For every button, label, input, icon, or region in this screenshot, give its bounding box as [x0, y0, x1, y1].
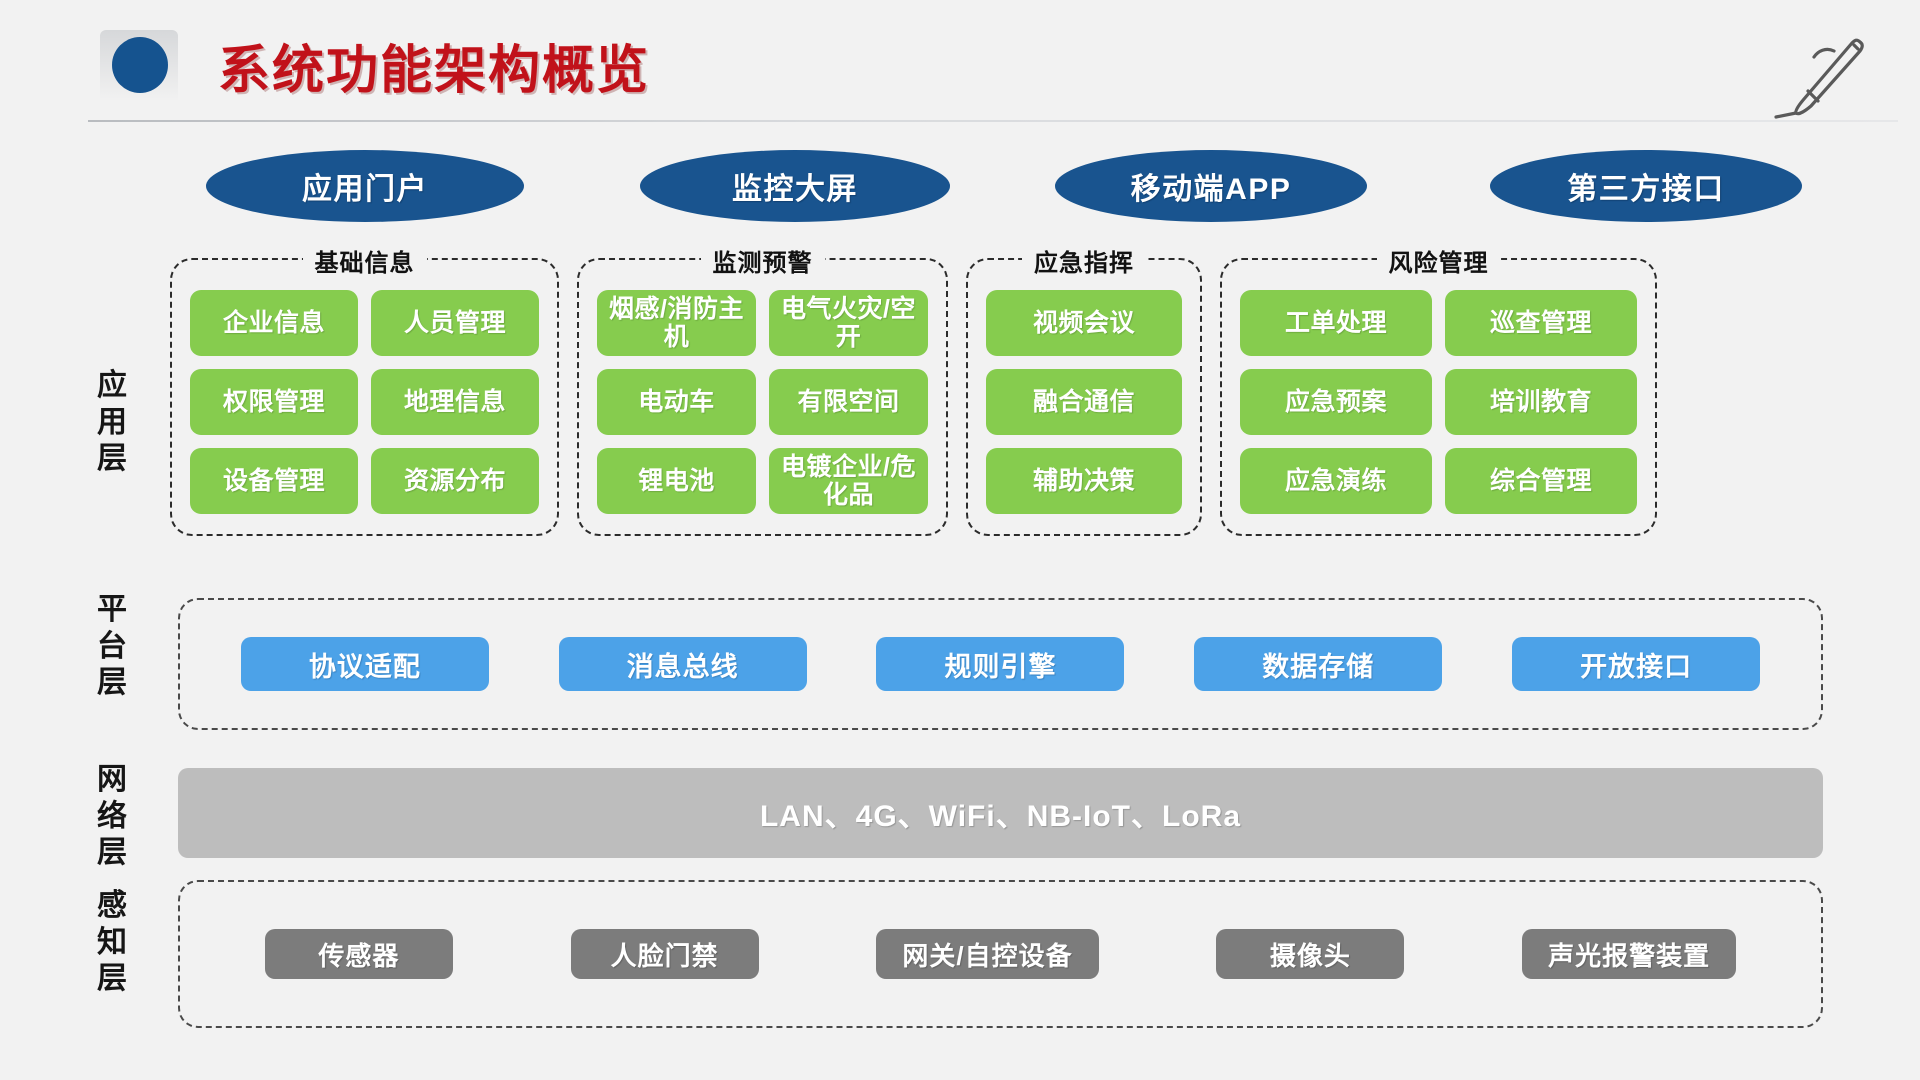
entry-point-ellipse[interactable]: 应用门户 [206, 150, 524, 222]
app-group-monitoring-alert: 监测预警 烟感/消防主机 电气火灾/空开 电动车 有限空间 锂电池 电镀企业/危… [577, 243, 948, 536]
layer-label-platform: 平台层 [97, 593, 127, 700]
blue-circle-bullet-icon [112, 37, 168, 93]
app-module-chip[interactable]: 电镀企业/危化品 [769, 448, 928, 514]
layer-label-application: 应用层 [97, 369, 127, 476]
entry-point-ellipse[interactable]: 第三方接口 [1490, 150, 1802, 222]
network-layer-text: LAN、4G、WiFi、NB-IoT、LoRa [759, 800, 1242, 833]
app-module-chip[interactable]: 电气火灾/空开 [769, 290, 928, 356]
app-module-chip[interactable]: 电动车 [597, 369, 756, 435]
sensing-device-chip[interactable]: 声光报警装置 [1522, 929, 1737, 979]
platform-module-chip[interactable]: 消息总线 [558, 637, 807, 691]
app-group-title: 监测预警 [700, 243, 825, 278]
page-header: 系统功能架构概览 [0, 0, 1920, 125]
app-module-chip[interactable]: 人员管理 [371, 290, 539, 356]
app-module-chip[interactable]: 企业信息 [190, 290, 358, 356]
app-module-chip[interactable]: 应急预案 [1240, 369, 1432, 435]
page-title: 系统功能架构概览 [218, 42, 651, 100]
platform-module-chip[interactable]: 规则引擎 [876, 637, 1125, 691]
app-group-title: 风险管理 [1376, 243, 1501, 278]
app-group-grid: 工单处理 巡查管理 应急预案 培训教育 应急演练 综合管理 [1240, 290, 1637, 514]
app-group-basic-info: 基础信息 企业信息 人员管理 权限管理 地理信息 设备管理 资源分布 [170, 243, 559, 536]
app-module-chip[interactable]: 烟感/消防主机 [597, 290, 756, 356]
app-module-chip[interactable]: 培训教育 [1445, 369, 1637, 435]
platform-module-chip[interactable]: 数据存储 [1194, 637, 1443, 691]
network-layer: LAN、4G、WiFi、NB-IoT、LoRa [178, 768, 1823, 858]
app-module-chip[interactable]: 锂电池 [597, 448, 756, 514]
layer-label-network: 网络层 [97, 763, 127, 870]
sensing-device-chip[interactable]: 人脸门禁 [570, 929, 759, 979]
app-module-chip[interactable]: 视频会议 [986, 290, 1182, 356]
app-module-chip[interactable]: 权限管理 [190, 369, 358, 435]
platform-layer: 协议适配 消息总线 规则引擎 数据存储 开放接口 [178, 598, 1823, 730]
app-module-chip[interactable]: 地理信息 [371, 369, 539, 435]
pen-icon [1774, 38, 1864, 119]
entry-point-ellipse[interactable]: 移动端APP [1055, 150, 1367, 222]
app-group-emergency-command: 应急指挥 视频会议 融合通信 辅助决策 [966, 243, 1202, 536]
app-module-chip[interactable]: 资源分布 [371, 448, 539, 514]
sensing-device-chip[interactable]: 摄像头 [1216, 929, 1405, 979]
entry-point-ellipse[interactable]: 监控大屏 [640, 150, 950, 222]
app-module-chip[interactable]: 综合管理 [1445, 448, 1637, 514]
app-module-chip[interactable]: 有限空间 [769, 369, 928, 435]
app-group-grid: 企业信息 人员管理 权限管理 地理信息 设备管理 资源分布 [190, 290, 539, 514]
app-module-chip[interactable]: 设备管理 [190, 448, 358, 514]
app-module-chip[interactable]: 融合通信 [986, 369, 1182, 435]
header-divider [88, 120, 1898, 122]
platform-module-chip[interactable]: 协议适配 [240, 637, 489, 691]
app-group-title: 基础信息 [302, 243, 427, 278]
application-layer: 基础信息 企业信息 人员管理 权限管理 地理信息 设备管理 资源分布 监测预警 … [170, 243, 1825, 568]
app-module-chip[interactable]: 辅助决策 [986, 448, 1182, 514]
app-group-grid: 烟感/消防主机 电气火灾/空开 电动车 有限空间 锂电池 电镀企业/危化品 [597, 290, 928, 514]
layer-label-sensing: 感知层 [97, 889, 127, 996]
sensing-device-chip[interactable]: 传感器 [264, 929, 453, 979]
app-module-chip[interactable]: 工单处理 [1240, 290, 1432, 356]
entry-point-row: 应用门户 监控大屏 移动端APP 第三方接口 [170, 150, 1825, 230]
app-group-title: 应急指挥 [1022, 243, 1146, 278]
sensing-layer: 传感器 人脸门禁 网关/自控设备 摄像头 声光报警装置 [178, 880, 1823, 1028]
app-module-chip[interactable]: 应急演练 [1240, 448, 1432, 514]
app-group-risk-management: 风险管理 工单处理 巡查管理 应急预案 培训教育 应急演练 综合管理 [1220, 243, 1657, 536]
app-group-grid: 视频会议 融合通信 辅助决策 [986, 290, 1182, 514]
app-module-chip[interactable]: 巡查管理 [1445, 290, 1637, 356]
platform-module-chip[interactable]: 开放接口 [1512, 637, 1761, 691]
sensing-device-chip[interactable]: 网关/自控设备 [876, 929, 1099, 979]
